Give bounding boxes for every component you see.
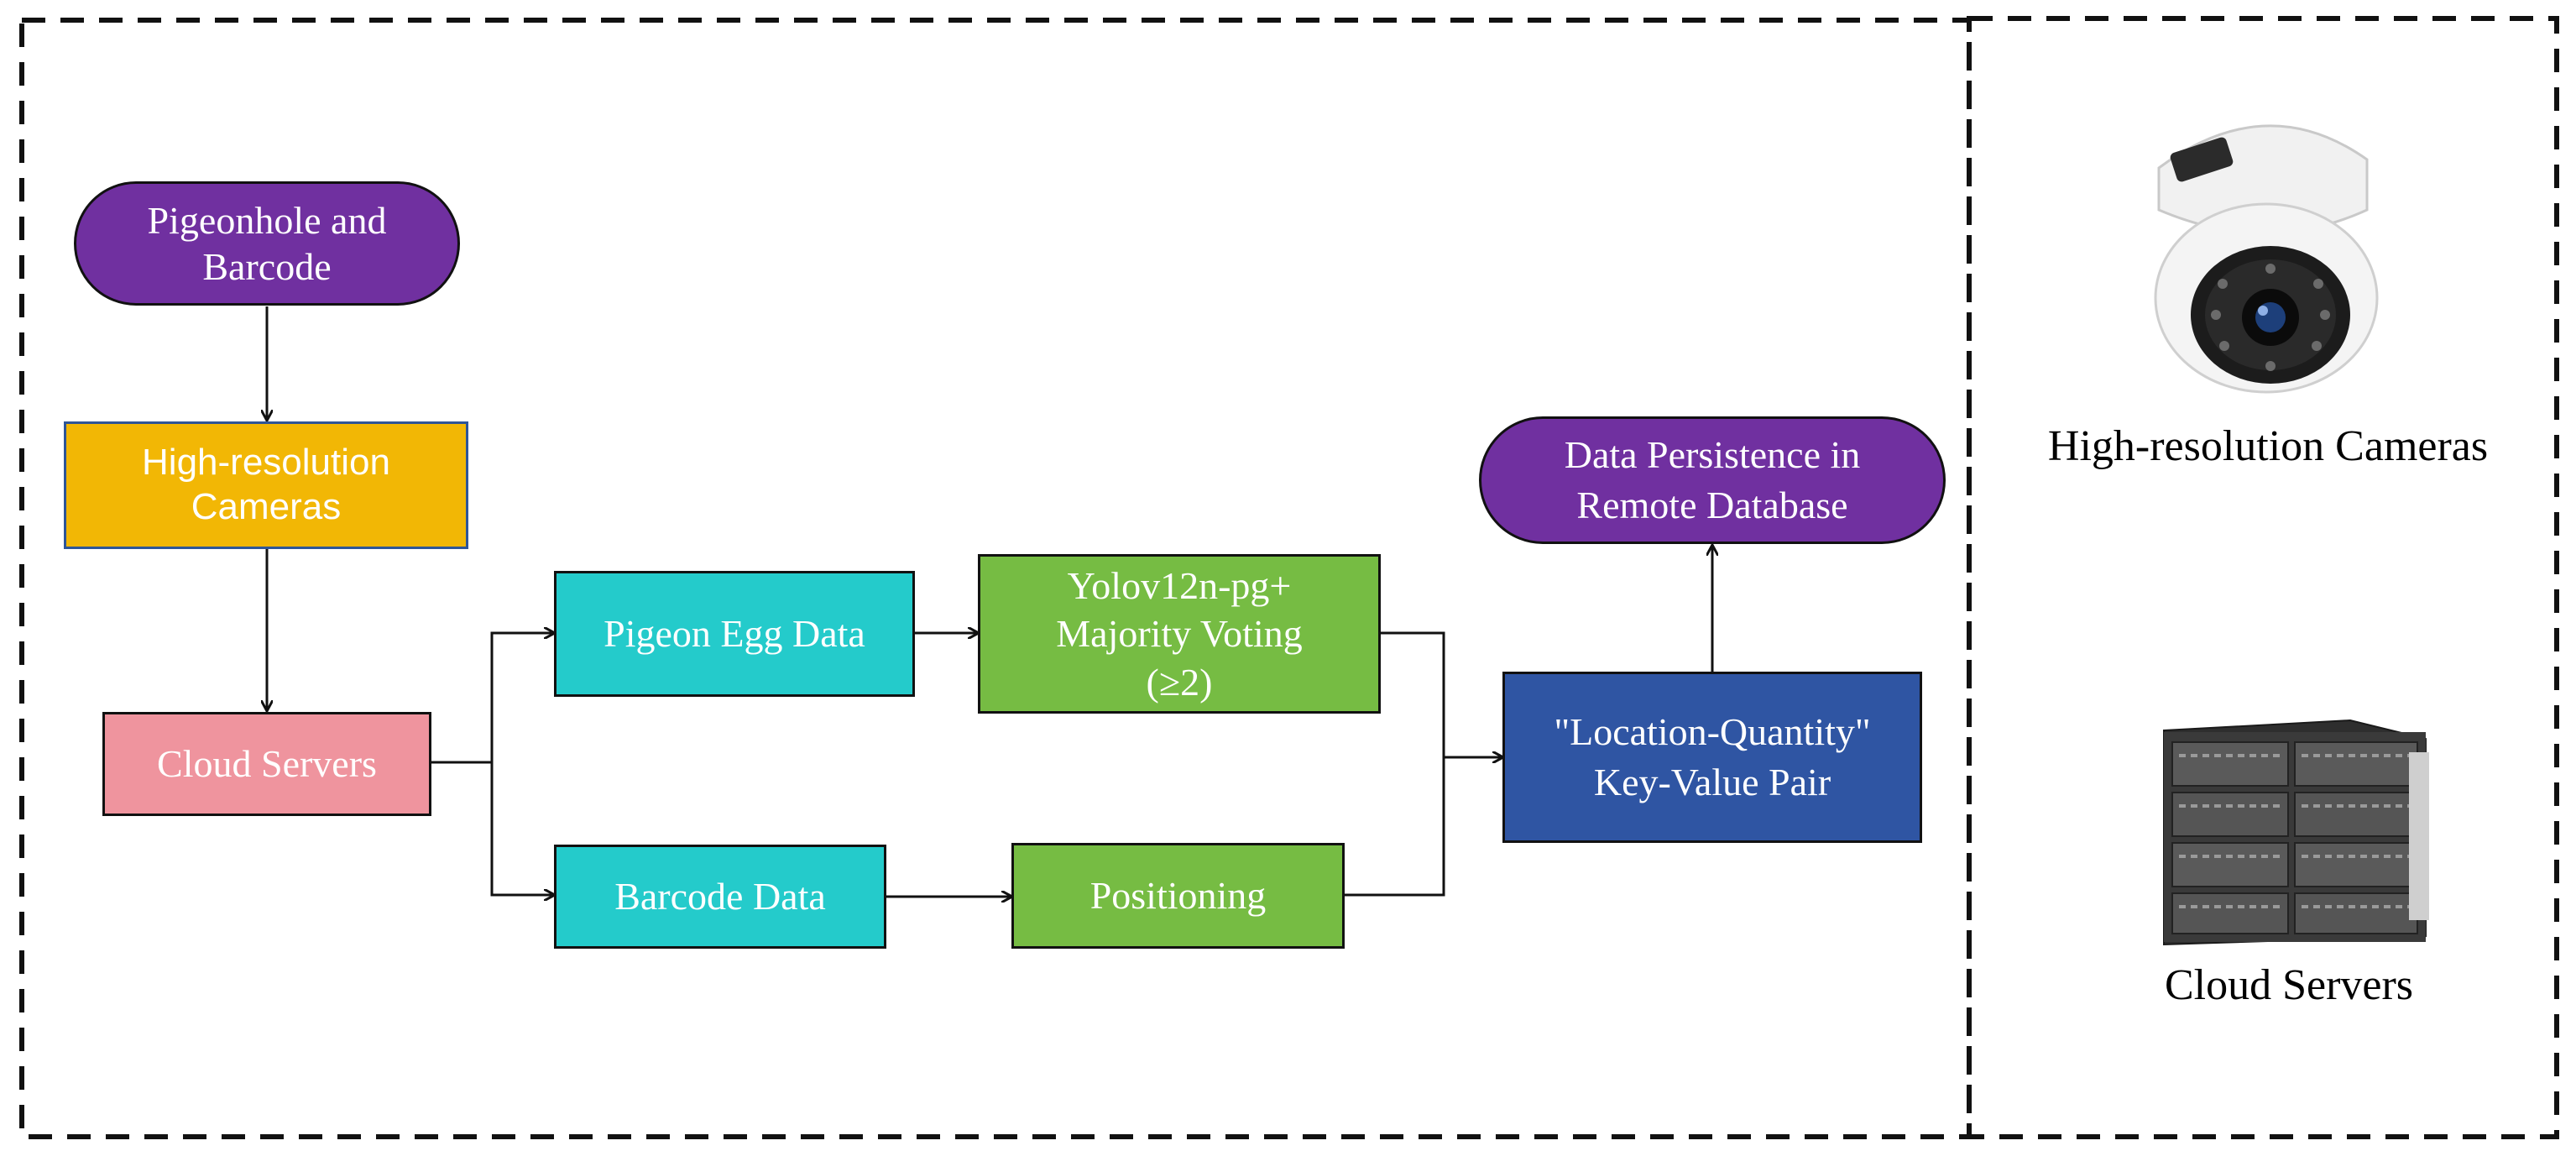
- flow-frame: [19, 18, 1972, 1139]
- node-positioning: Positioning: [1011, 843, 1345, 949]
- dome-camera-icon: [2154, 124, 2379, 394]
- node-location-quantity-key-value-pair: "Location-Quantity" Key-Value Pair: [1502, 672, 1922, 843]
- arrow-cloud-to-egg-data: [431, 633, 554, 764]
- node-high-resolution-cameras: High-resolution Cameras: [64, 421, 468, 549]
- node-cloud-servers: Cloud Servers: [102, 712, 431, 816]
- node-data-persistence: Data Persistence in Remote Database: [1479, 416, 1946, 544]
- node-barcode-data: Barcode Data: [554, 845, 886, 949]
- node-yolov12n-majority-voting: Yolov12n-pg+ Majority Voting (≥2): [978, 554, 1381, 714]
- node-pigeonhole-and-barcode: Pigeonhole and Barcode: [74, 181, 460, 306]
- arrow-cloud-to-barcode-data: [490, 762, 554, 895]
- legend-caption-servers: Cloud Servers: [2164, 961, 2414, 1009]
- server-rack-icon: [2163, 719, 2429, 946]
- legend-frame: [1967, 16, 2559, 1139]
- line-yolo-to-merge: [1345, 631, 1445, 897]
- legend-caption-cameras: High-resolution Cameras: [2047, 422, 2489, 470]
- node-pigeon-egg-data: Pigeon Egg Data: [554, 571, 915, 697]
